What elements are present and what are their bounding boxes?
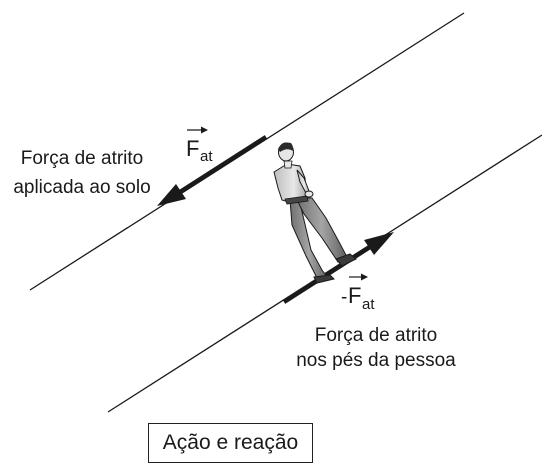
vector-top-letter: F [186, 136, 199, 161]
person-figure [273, 142, 357, 284]
bottom-label-line1: Força de atrito [315, 325, 438, 346]
friction-on-feet-arrow [282, 232, 394, 304]
vector-symbol-top: F at [186, 126, 213, 165]
vector-bottom-letter: F [348, 283, 361, 308]
top-label-line1: Força de atrito [21, 148, 144, 169]
caption-box: Ação e reação [148, 423, 313, 463]
top-label-line2: aplicada ao solo [13, 177, 150, 198]
vector-top-subscript: at [200, 148, 213, 165]
caption-text: Ação e reação [162, 431, 299, 454]
vector-bottom-subscript: at [362, 296, 375, 313]
friction-on-ground-arrow [157, 135, 268, 206]
vector-symbol-bottom: - F at [341, 273, 375, 313]
vector-bottom-sign: - [341, 287, 347, 308]
bottom-label-line2: nos pés da pessoa [296, 350, 456, 371]
